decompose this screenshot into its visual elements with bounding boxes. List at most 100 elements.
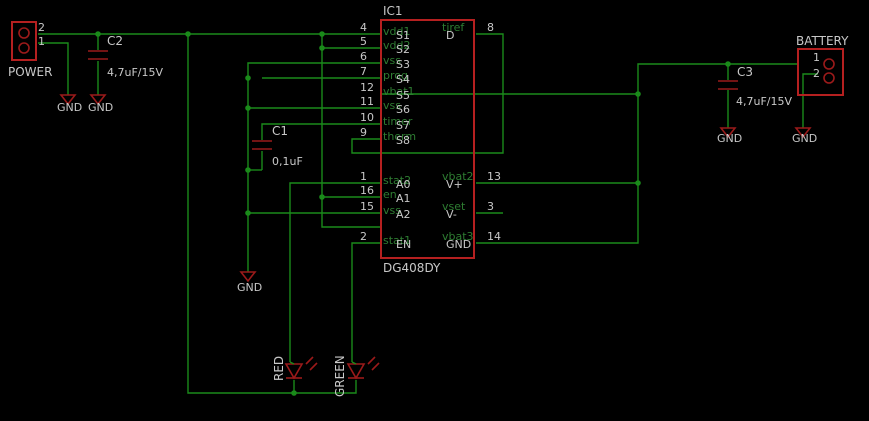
wire-stat2 bbox=[289, 182, 380, 362]
ic-pin-function: A1 bbox=[396, 192, 411, 205]
led-green-label: GREEN bbox=[333, 355, 347, 397]
power-label: POWER bbox=[8, 65, 52, 79]
ic-pin-function: S2 bbox=[396, 43, 410, 56]
ic-pin-signal: vss bbox=[383, 54, 401, 67]
ic-pin-signal: vbat3 bbox=[442, 230, 474, 243]
wire-en-bus bbox=[321, 34, 380, 228]
battery-label: BATTERY bbox=[796, 34, 849, 48]
ic-pin-function: A2 bbox=[396, 208, 411, 221]
c2-value: 4,7uF/15V bbox=[107, 66, 163, 79]
ic-name: IC1 bbox=[383, 4, 403, 18]
ic-pin-signal: stat1 bbox=[383, 234, 411, 247]
ic-pin-signal: timer bbox=[383, 115, 413, 128]
wire-left-bus bbox=[187, 34, 294, 394]
ic-pin-number: 13 bbox=[487, 170, 501, 183]
gnd-label-c3: GND bbox=[717, 132, 742, 145]
ic-pin-signal: vset bbox=[442, 200, 466, 213]
ic-pin-number: 2 bbox=[360, 230, 367, 243]
wire-stat1 bbox=[351, 242, 380, 362]
capacitor-c1[interactable]: C1 0,1uF bbox=[252, 124, 303, 168]
battery-connector[interactable]: 1 2 BATTERY bbox=[796, 34, 849, 96]
junction-dot bbox=[319, 31, 325, 37]
gnd-label-c2: GND bbox=[88, 101, 113, 114]
battery-pin-top-label: 1 bbox=[813, 51, 820, 64]
led-arrow bbox=[371, 362, 380, 371]
ic-pin-number: 3 bbox=[487, 200, 494, 213]
wire-power-gnd bbox=[38, 42, 69, 95]
gnd-label-power: GND bbox=[57, 101, 82, 114]
ic-pin-function: S6 bbox=[396, 103, 410, 116]
ic-pin-signal: stat2 bbox=[383, 174, 411, 187]
wire-green-led-bot bbox=[294, 380, 357, 394]
junctions bbox=[95, 31, 731, 396]
wire-batt-gnd bbox=[802, 73, 818, 128]
junction-dot bbox=[95, 31, 101, 37]
wire-vbat3 bbox=[476, 63, 798, 244]
led-arrow bbox=[309, 362, 318, 371]
capacitor-c2[interactable]: C2 4,7uF/15V bbox=[88, 34, 163, 79]
junction-dot bbox=[245, 210, 251, 216]
led-red[interactable]: RED bbox=[272, 356, 318, 381]
ic-pin-function: S3 bbox=[396, 58, 410, 71]
ic-pin-function: D bbox=[446, 29, 454, 42]
ic-pin-function: S5 bbox=[396, 89, 410, 102]
c2-name: C2 bbox=[107, 34, 123, 48]
ic-value: DG408DY bbox=[383, 261, 441, 275]
ic-pin-signal: vdd1 bbox=[383, 25, 410, 38]
ic-pin-function: S7 bbox=[396, 119, 410, 132]
battery-pin-2 bbox=[823, 72, 835, 84]
ic-pin-function: V+ bbox=[446, 178, 463, 191]
junction-dot bbox=[185, 31, 191, 37]
wire-red-led-top bbox=[289, 361, 295, 365]
wire-therm bbox=[351, 33, 504, 154]
wires bbox=[38, 33, 818, 394]
power-connector[interactable]: 2 1 POWER bbox=[8, 21, 52, 79]
junction-dot bbox=[245, 167, 251, 173]
c1-value: 0,1uF bbox=[272, 155, 303, 168]
ic-pin-signal: en bbox=[383, 188, 397, 201]
junction-dot bbox=[319, 194, 325, 200]
ic-pin-signal: vbat1 bbox=[383, 85, 415, 98]
battery-connector-body bbox=[797, 48, 844, 96]
led-arrow bbox=[367, 356, 376, 365]
led-arrow bbox=[305, 356, 314, 365]
ic-pin-signal: vdd2 bbox=[383, 39, 410, 52]
c3-name: C3 bbox=[737, 65, 753, 79]
capacitor-c3[interactable]: C3 4,7uF/15V bbox=[718, 65, 792, 108]
ic-pin-function: S4 bbox=[396, 73, 410, 86]
ic-pin-number: 7 bbox=[360, 65, 367, 78]
led-triangle bbox=[346, 363, 366, 380]
led-red-label: RED bbox=[272, 356, 286, 381]
ic-pin-signal: tiref bbox=[442, 21, 465, 34]
ic-pin-number: 15 bbox=[360, 200, 374, 213]
ic-pin-signal: prog bbox=[383, 69, 408, 82]
power-pin-top-label: 2 bbox=[38, 21, 45, 34]
wire-gnd-bus bbox=[247, 62, 380, 272]
junction-dot bbox=[635, 180, 641, 186]
led-triangle bbox=[284, 363, 304, 380]
ic-pin-signal: therm bbox=[383, 130, 416, 143]
ic-pin-number: 10 bbox=[360, 111, 374, 124]
ic-pin-signal: vss bbox=[383, 99, 401, 112]
ic-pin-number: 4 bbox=[360, 21, 367, 34]
gnd-symbol bbox=[239, 271, 257, 283]
ic-pin-number: 8 bbox=[487, 21, 494, 34]
ic-pin-number: 16 bbox=[360, 184, 374, 197]
c3-value: 4,7uF/15V bbox=[736, 95, 792, 108]
gnd-symbol bbox=[794, 127, 812, 139]
power-pin-bottom-label: 1 bbox=[38, 35, 45, 48]
power-pin-1 bbox=[18, 42, 30, 54]
ic-pin-function: GND bbox=[446, 238, 471, 251]
ic-pin-function: EN bbox=[396, 238, 411, 251]
gnd-label-left: GND bbox=[237, 281, 262, 294]
ic-pin-function: S1 bbox=[396, 29, 410, 42]
ic-pin-number: 12 bbox=[360, 81, 374, 94]
gnd-right: GND GND bbox=[717, 127, 817, 145]
battery-pin-1 bbox=[823, 58, 835, 70]
ic-pin-signal: vbat2 bbox=[442, 170, 474, 183]
ic-pin-function: A0 bbox=[396, 178, 411, 191]
